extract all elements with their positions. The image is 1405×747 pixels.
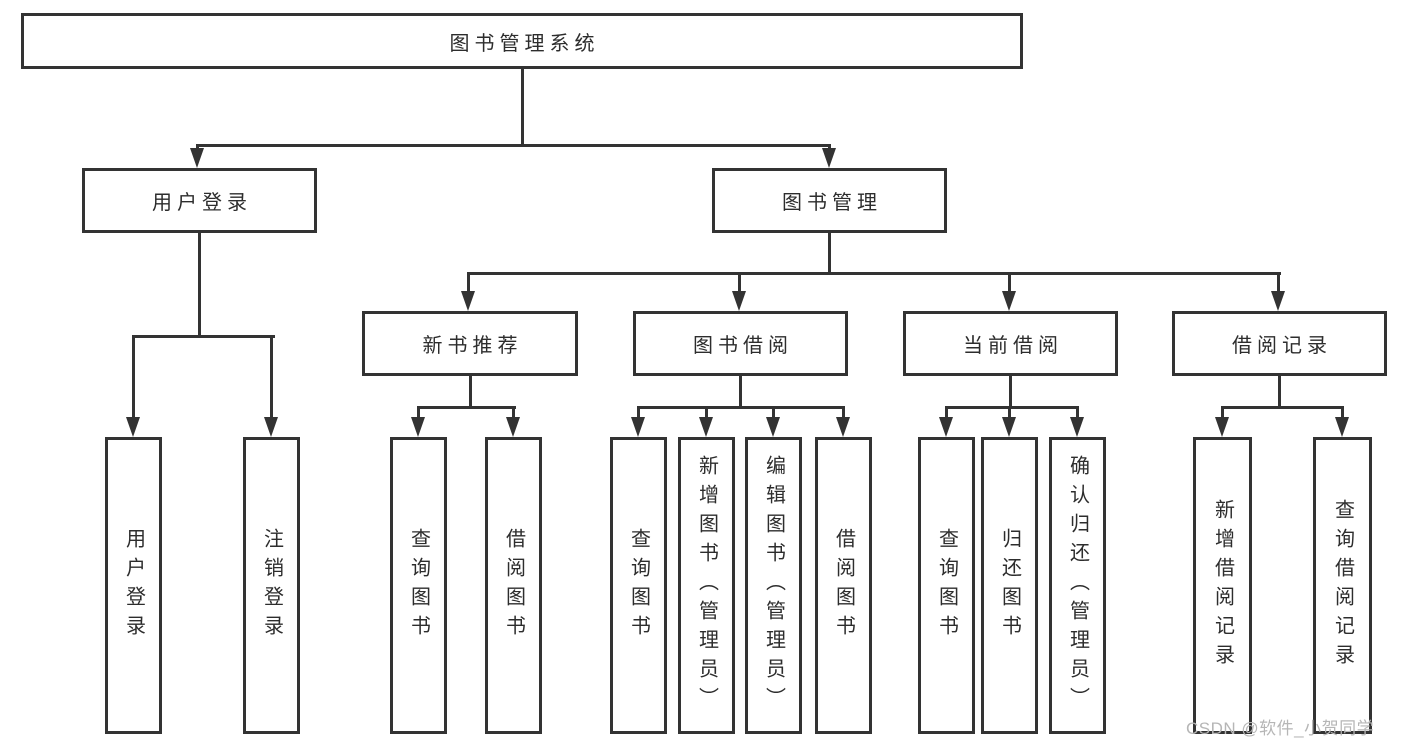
arrowhead-down-icon <box>264 417 278 437</box>
arrowhead-down-icon <box>766 417 780 437</box>
node-root-library-system: 图书管理系统 <box>21 13 1023 69</box>
leaf-confirm-return-admin: 确认归还（管理员） <box>1049 437 1106 734</box>
connector-line <box>1008 406 1011 420</box>
leaf-return-books: 归还图书 <box>981 437 1038 734</box>
arrowhead-down-icon <box>836 417 850 437</box>
connector-line <box>467 272 470 294</box>
connector-line <box>772 406 775 420</box>
connector-line <box>270 335 273 420</box>
leaf-query-books-current: 查询图书 <box>918 437 975 734</box>
arrowhead-down-icon <box>1002 417 1016 437</box>
leaf-logout: 注销登录 <box>243 437 300 734</box>
leaf-user-login: 用户登录 <box>105 437 162 734</box>
node-current-borrow: 当前借阅 <box>903 311 1118 376</box>
connector-line <box>1278 376 1281 409</box>
arrowhead-down-icon <box>190 148 204 168</box>
arrowhead-down-icon <box>822 148 836 168</box>
connector-line <box>132 335 135 420</box>
connector-line <box>469 376 472 409</box>
arrowhead-down-icon <box>1070 417 1084 437</box>
node-user-login: 用户登录 <box>82 168 317 233</box>
node-book-management: 图书管理 <box>712 168 947 233</box>
arrowhead-down-icon <box>1215 417 1229 437</box>
node-borrow-records: 借阅记录 <box>1172 311 1387 376</box>
connector-line <box>1076 406 1079 420</box>
leaf-query-books-recommend: 查询图书 <box>390 437 447 734</box>
arrowhead-down-icon <box>631 417 645 437</box>
connector-line <box>198 233 201 337</box>
arrowhead-down-icon <box>699 417 713 437</box>
connector-line <box>1341 406 1344 420</box>
connector-line <box>637 406 845 409</box>
connector-line <box>738 272 741 294</box>
leaf-query-borrow-record: 查询借阅记录 <box>1313 437 1372 734</box>
arrowhead-down-icon <box>1335 417 1349 437</box>
connector-line <box>521 69 524 147</box>
connector-line <box>467 272 1281 275</box>
node-book-borrow: 图书借阅 <box>633 311 848 376</box>
arrowhead-down-icon <box>939 417 953 437</box>
connector-line <box>828 232 831 275</box>
arrowhead-down-icon <box>732 291 746 311</box>
arrowhead-down-icon <box>506 417 520 437</box>
arrowhead-down-icon <box>126 417 140 437</box>
connector-line <box>196 144 831 147</box>
csdn-watermark: CSDN @软件_小贺同学 <box>1186 719 1375 738</box>
connector-line <box>1221 406 1224 420</box>
arrowhead-down-icon <box>1271 291 1285 311</box>
connector-line <box>739 376 742 409</box>
connector-line <box>1221 406 1344 409</box>
node-new-book-recommend: 新书推荐 <box>362 311 578 376</box>
connector-line <box>417 406 420 420</box>
connector-line <box>417 406 516 409</box>
leaf-borrow-books: 借阅图书 <box>815 437 872 734</box>
leaf-edit-books-admin: 编辑图书（管理员） <box>745 437 802 734</box>
leaf-query-books-borrow: 查询图书 <box>610 437 667 734</box>
arrowhead-down-icon <box>461 291 475 311</box>
connector-line <box>1009 376 1012 409</box>
leaf-add-books-admin: 新增图书（管理员） <box>678 437 735 734</box>
connector-line <box>842 406 845 420</box>
connector-line <box>945 406 1079 409</box>
connector-line <box>1008 272 1011 294</box>
leaf-borrow-books-recommend: 借阅图书 <box>485 437 542 734</box>
connector-line <box>132 335 275 338</box>
connector-line <box>1277 272 1280 294</box>
arrowhead-down-icon <box>411 417 425 437</box>
connector-line <box>512 406 515 420</box>
arrowhead-down-icon <box>1002 291 1016 311</box>
connector-line <box>637 406 640 420</box>
connector-line <box>945 406 948 420</box>
leaf-add-borrow-record: 新增借阅记录 <box>1193 437 1252 734</box>
connector-line <box>705 406 708 420</box>
